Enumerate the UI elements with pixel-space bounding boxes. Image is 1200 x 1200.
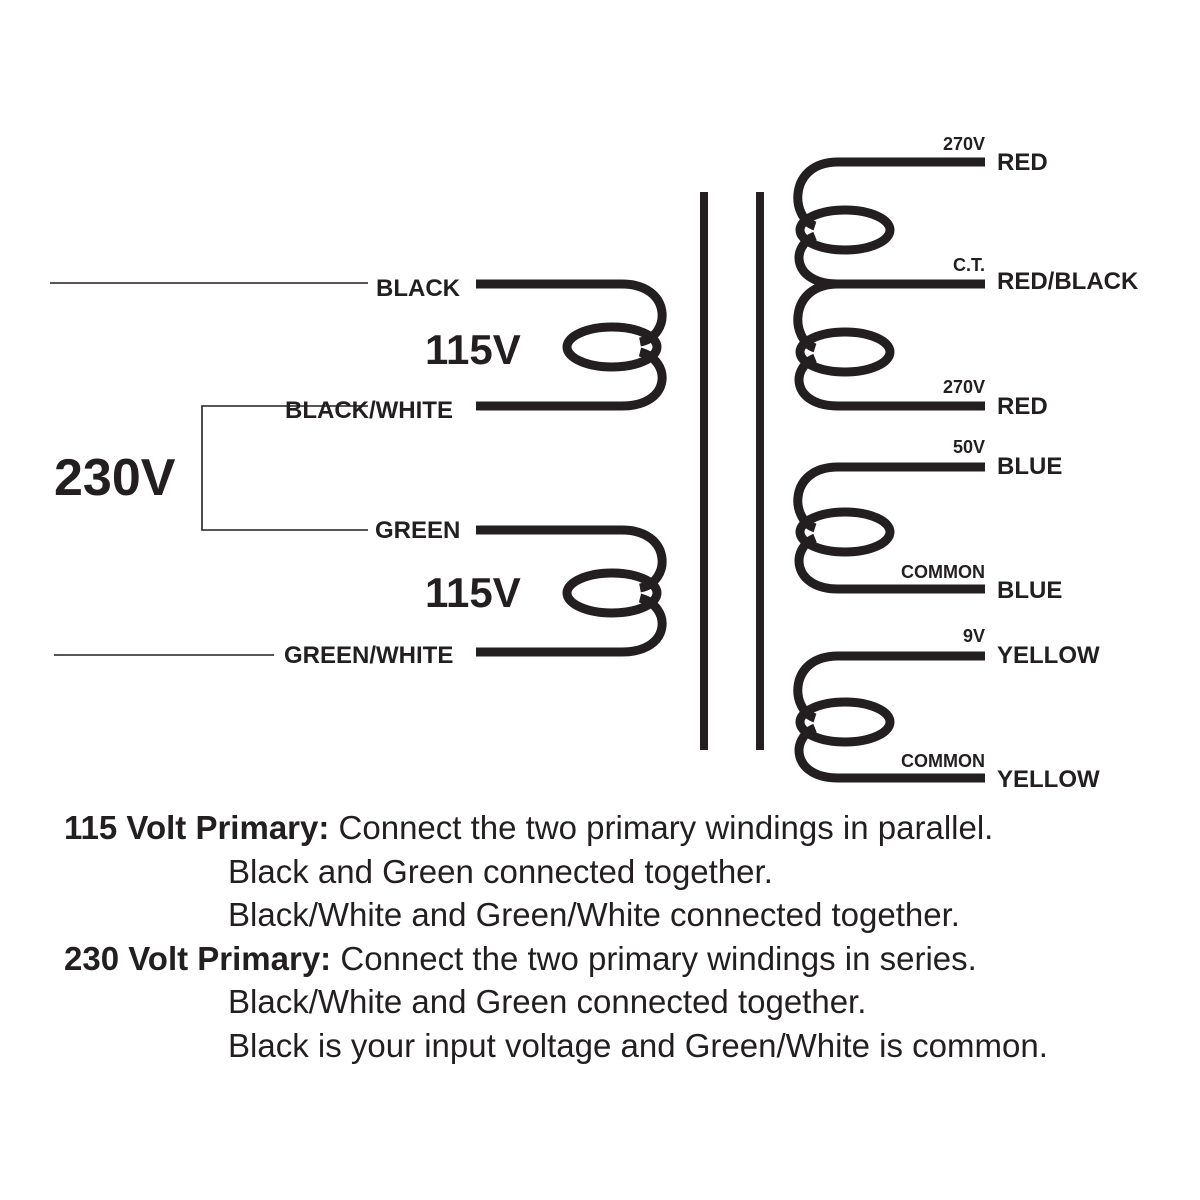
wire-label-black-white: BLACK/WHITE xyxy=(285,397,453,424)
wire-label: YELLOW xyxy=(997,766,1100,793)
note-text: Connect the two primary windings in seri… xyxy=(331,939,977,977)
wire-label-green-white: GREEN/WHITE xyxy=(284,642,453,669)
winding1-voltage: 115V xyxy=(425,326,521,373)
note-line: Black/White and Green/White connected to… xyxy=(228,896,960,934)
winding2-voltage: 115V xyxy=(425,569,521,616)
tap-label: 270V xyxy=(943,377,985,397)
note-text: Connect the two primary windings in para… xyxy=(329,809,994,846)
note-line: Black/White and Green connected together… xyxy=(228,983,867,1021)
input-leads xyxy=(50,282,368,656)
wire-label: BLUE xyxy=(997,453,1062,480)
wire-label: BLUE xyxy=(997,577,1062,604)
wire-label-green: GREEN xyxy=(375,517,460,544)
primary-winding-2 xyxy=(476,525,667,657)
primary-winding-1 xyxy=(476,279,667,411)
secondary-hv-winding xyxy=(793,157,985,411)
note-line: Black is your input voltage and Green/Wh… xyxy=(228,1026,1048,1064)
note-title: 115 Volt Primary: xyxy=(64,809,330,846)
tap-label: COMMON xyxy=(901,751,985,771)
tap-label: COMMON xyxy=(901,562,985,582)
wire-label: RED/BLACK xyxy=(997,268,1139,295)
secondary-labels: 270V RED C.T. RED/BLACK 270V RED 50V BLU… xyxy=(901,134,1139,793)
wire-label: YELLOW xyxy=(997,642,1100,669)
tap-label: 9V xyxy=(963,626,985,646)
transformer-core xyxy=(700,192,764,750)
input-voltage-label: 230V xyxy=(54,449,176,507)
wire-label: RED xyxy=(997,393,1048,420)
tap-label: C.T. xyxy=(953,255,985,275)
secondary-9v-winding xyxy=(793,651,985,783)
wire-label: RED xyxy=(997,149,1048,176)
tap-label: 270V xyxy=(943,134,985,154)
note-115-primary: 115 Volt Primary: Connect the two primar… xyxy=(64,806,1048,850)
transformer-wiring-diagram: 230V BLACK BLACK/WHITE 115V GREEN GREEN/… xyxy=(50,134,1139,793)
note-title: 230 Volt Primary: xyxy=(64,939,332,977)
note-230-primary: 230 Volt Primary: Connect the two primar… xyxy=(64,937,1048,981)
note-line: Black and Green connected together. xyxy=(228,852,773,890)
wire-label-black: BLACK xyxy=(376,275,461,302)
connection-notes: 115 Volt Primary: Connect the two primar… xyxy=(64,806,1048,1068)
tap-label: 50V xyxy=(953,437,985,457)
secondary-50v-winding xyxy=(793,462,985,594)
